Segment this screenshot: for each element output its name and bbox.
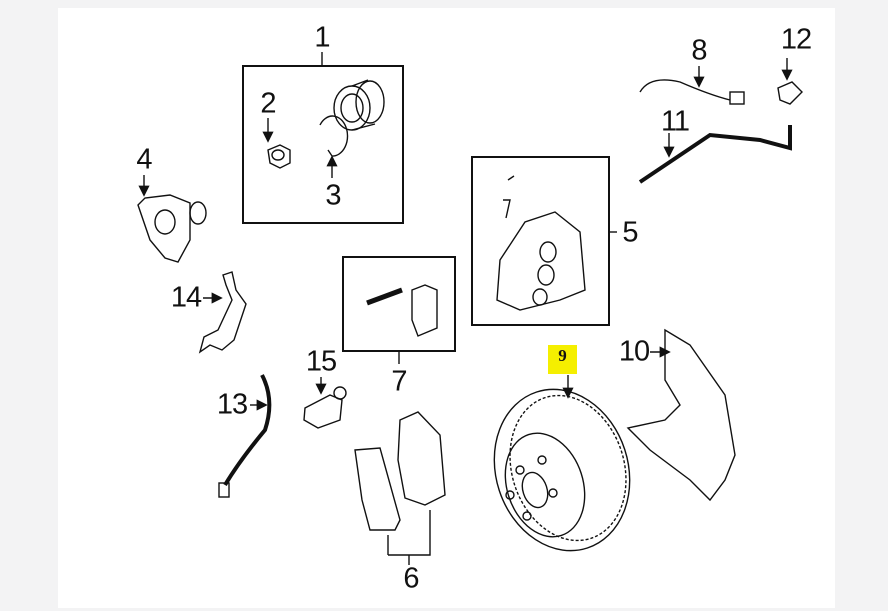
callout-8[interactable]: 8 xyxy=(691,34,707,67)
hose-fitting xyxy=(218,482,230,498)
sensor-connector xyxy=(729,91,745,105)
group-box-5 xyxy=(471,156,610,326)
callout-3[interactable]: 3 xyxy=(325,179,341,212)
brake-rotor-part[interactable] xyxy=(474,372,650,569)
brake-hose-part[interactable] xyxy=(223,374,272,487)
callout-5[interactable]: 5 xyxy=(622,216,638,249)
callout-14[interactable]: 14 xyxy=(170,281,202,314)
callout-4[interactable]: 4 xyxy=(136,143,152,176)
wear-sensor-wire-part[interactable] xyxy=(639,79,731,101)
dust-shield-part[interactable] xyxy=(626,328,736,502)
brake-line-part[interactable] xyxy=(638,125,792,184)
sensor-part[interactable] xyxy=(303,386,347,429)
snap-ring-part[interactable] xyxy=(319,115,349,157)
callout-13[interactable]: 13 xyxy=(216,388,248,421)
axle-nut-part[interactable] xyxy=(267,144,291,169)
callout-6[interactable]: 6 xyxy=(403,562,419,595)
wheel-hub-part[interactable] xyxy=(137,194,207,263)
leader-6 xyxy=(387,510,431,556)
brake-caliper-part[interactable] xyxy=(496,175,586,311)
brake-pad-outer-part[interactable] xyxy=(354,447,401,531)
clip-part[interactable] xyxy=(777,81,803,105)
callout-7[interactable]: 7 xyxy=(391,365,407,398)
diagram-sheet xyxy=(58,8,835,608)
wheel-bearing-part[interactable] xyxy=(333,79,385,131)
callout-12[interactable]: 12 xyxy=(780,23,812,56)
callout-15[interactable]: 15 xyxy=(305,345,337,378)
callout-11[interactable]: 11 xyxy=(660,105,690,138)
guide-pin-part[interactable] xyxy=(366,287,403,306)
callout-1[interactable]: 1 xyxy=(314,21,330,54)
callout-2[interactable]: 2 xyxy=(260,87,276,120)
pad-clip-part[interactable] xyxy=(411,284,438,337)
callout-10[interactable]: 10 xyxy=(618,335,650,368)
callout-9-highlighted[interactable]: 9 xyxy=(548,345,577,374)
group-box-1 xyxy=(242,65,404,224)
brake-pad-inner-part[interactable] xyxy=(397,411,446,506)
group-box-7 xyxy=(342,256,456,352)
bracket-part[interactable] xyxy=(198,271,247,354)
